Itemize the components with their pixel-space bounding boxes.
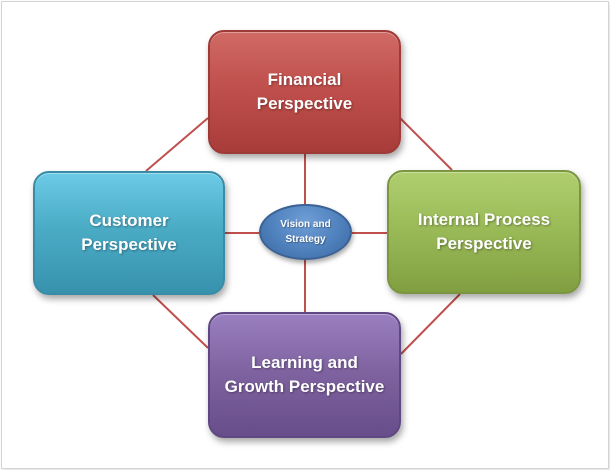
connector-financial-internal [399, 117, 453, 171]
connector-customer-learning [152, 294, 209, 349]
learning-growth-perspective-label: Learning and Growth Perspective [224, 353, 385, 396]
customer-perspective-label: Customer Perspective [81, 211, 177, 254]
internal-process-perspective-box: Internal Process Perspective [387, 170, 581, 294]
vision-strategy-ellipse: Vision and Strategy [259, 204, 352, 260]
connector-financial-customer [145, 117, 209, 172]
financial-perspective-box: Financial Perspective [208, 30, 401, 154]
customer-perspective-box: Customer Perspective [33, 171, 225, 295]
vision-strategy-label: Vision and Strategy [280, 218, 331, 246]
internal-process-perspective-label: Internal Process Perspective [417, 210, 551, 253]
financial-perspective-label: Financial Perspective [256, 70, 353, 113]
connector-internal-learning [400, 293, 461, 355]
learning-growth-perspective-box: Learning and Growth Perspective [208, 312, 401, 438]
